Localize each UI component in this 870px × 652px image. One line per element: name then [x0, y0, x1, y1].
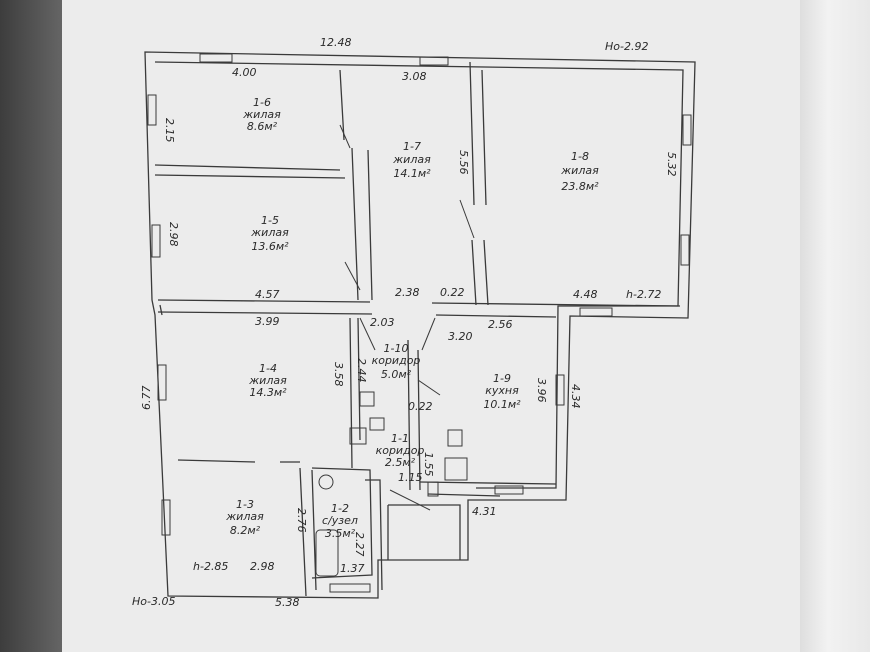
svg-text:коридор: коридор	[376, 444, 425, 457]
svg-text:1-3: 1-3	[236, 498, 254, 511]
room-label: 1-3 жилая 8.2м²	[225, 498, 264, 537]
dim-room7-height: 5.56	[457, 150, 470, 175]
dim-top-mid: 3.08	[402, 70, 427, 83]
dim-bath-width: 2.27	[353, 532, 366, 557]
svg-text:жилая: жилая	[560, 164, 599, 177]
kitchen-stove-icon	[444, 457, 468, 481]
dim-room4-width: 3.99	[255, 315, 280, 328]
room-label: 1-4 жилая 14.3м²	[248, 362, 287, 399]
room-labels: 1-6 жилая 8.6м² 1-7 жилая 14.1м² 1-8 жил…	[225, 96, 599, 540]
svg-text:3.5м²: 3.5м²	[325, 527, 356, 540]
dim-022b: 0.22	[408, 400, 433, 413]
svg-text:14.1м²: 14.1м²	[393, 167, 431, 180]
room-label: 1-7 жилая 14.1м²	[392, 140, 431, 180]
photo-background-left	[0, 0, 70, 652]
room-label: 1-2 с/узел 3.5м²	[322, 502, 358, 540]
svg-text:жилая: жилая	[248, 374, 287, 387]
room-label: 1-1 коридор 2.5м²	[376, 432, 425, 469]
svg-text:1-2: 1-2	[331, 502, 349, 515]
photo-background-right	[800, 0, 870, 652]
paper-sheet	[62, 0, 810, 652]
dim-203: 2.03	[370, 316, 395, 329]
dim-height-top-right: Hо-2.92	[605, 40, 648, 53]
svg-text:1-6: 1-6	[253, 96, 271, 109]
svg-text:1-5: 1-5	[261, 214, 279, 227]
svg-text:2.5м²: 2.5м²	[385, 456, 416, 469]
svg-text:23.8м²: 23.8м²	[561, 180, 599, 193]
room-label: 1-10 коридор 5.0м²	[372, 342, 421, 381]
svg-text:10.1м²: 10.1м²	[483, 398, 521, 411]
dim-right-434: 4.34	[569, 384, 582, 409]
svg-text:жилая: жилая	[392, 153, 431, 166]
dim-ceiling-285: h-2.85	[193, 560, 228, 573]
toilet-icon	[318, 474, 334, 490]
svg-text:жилая: жилая	[250, 226, 289, 239]
svg-text:1-8: 1-8	[571, 150, 589, 163]
svg-text:1-10: 1-10	[384, 342, 409, 355]
dim-bottom-total: 5.38	[275, 596, 300, 609]
dim-room9-height: 3.96	[535, 378, 548, 403]
dim-ceiling-272: h-2.72	[626, 288, 661, 301]
windows	[147, 53, 692, 593]
svg-text:5.0м²: 5.0м²	[381, 368, 412, 381]
dim-left-677: 6.77	[140, 386, 153, 411]
room-label: 1-8 жилая 23.8м²	[560, 150, 599, 193]
dim-320: 3.20	[448, 330, 473, 343]
svg-text:8.6м²: 8.6м²	[247, 120, 278, 133]
dim-bottom-431: 4.31	[472, 505, 497, 518]
dim-256: 2.56	[488, 318, 513, 331]
dim-room5-width: 4.57	[255, 288, 280, 301]
sink-icon	[447, 429, 463, 447]
heater-icon	[349, 427, 367, 445]
stove-icon	[359, 391, 375, 407]
svg-text:1-7: 1-7	[403, 140, 421, 153]
svg-text:1-1: 1-1	[391, 432, 409, 445]
dim-top-left-room: 4.00	[232, 66, 257, 79]
dim-155: 1.55	[422, 452, 435, 477]
fixtures	[315, 391, 468, 577]
dim-room3-width: 2.98	[250, 560, 275, 573]
dim-238: 2.38	[395, 286, 420, 299]
dim-room8-height: 5.32	[665, 152, 678, 177]
svg-text:1-9: 1-9	[493, 372, 511, 385]
doors	[339, 124, 475, 511]
svg-text:кухня: кухня	[485, 384, 519, 397]
room-label: 1-6 жилая 8.6м²	[242, 96, 281, 133]
dim-room4-height: 3.58	[332, 362, 345, 387]
dim-top-total: 12.48	[320, 36, 352, 49]
dim-bath-bottom: 1.37	[340, 562, 365, 575]
svg-text:1-4: 1-4	[259, 362, 277, 375]
svg-text:с/узел: с/узел	[322, 514, 358, 527]
dim-244: 2.44	[355, 358, 368, 383]
dimension-labels: 12.48 Hо-2.92 4.00 3.08 2.15 2.98 5.56 5…	[132, 36, 678, 609]
dim-room3-height: 2.76	[295, 508, 308, 533]
svg-text:8.2м²: 8.2м²	[230, 524, 261, 537]
dim-022a: 0.22	[440, 286, 465, 299]
dim-115: 1.15	[398, 471, 423, 484]
walls	[144, 51, 696, 599]
room-label: 1-5 жилая 13.6м²	[250, 214, 289, 253]
svg-text:13.6м²: 13.6м²	[251, 240, 289, 253]
svg-text:жилая: жилая	[225, 510, 264, 523]
svg-text:жилая: жилая	[242, 108, 281, 121]
svg-text:14.3м²: 14.3м²	[249, 386, 287, 399]
bathtub-icon	[315, 529, 339, 577]
dim-left-top: 2.15	[163, 118, 176, 143]
dim-height-bottom-left: Hо-3.05	[132, 595, 175, 608]
room-label: 1-9 кухня 10.1м²	[483, 372, 521, 411]
svg-text:коридор: коридор	[372, 354, 421, 367]
dim-left-mid: 2.98	[167, 222, 180, 247]
dim-room8-width: 4.48	[573, 288, 598, 301]
